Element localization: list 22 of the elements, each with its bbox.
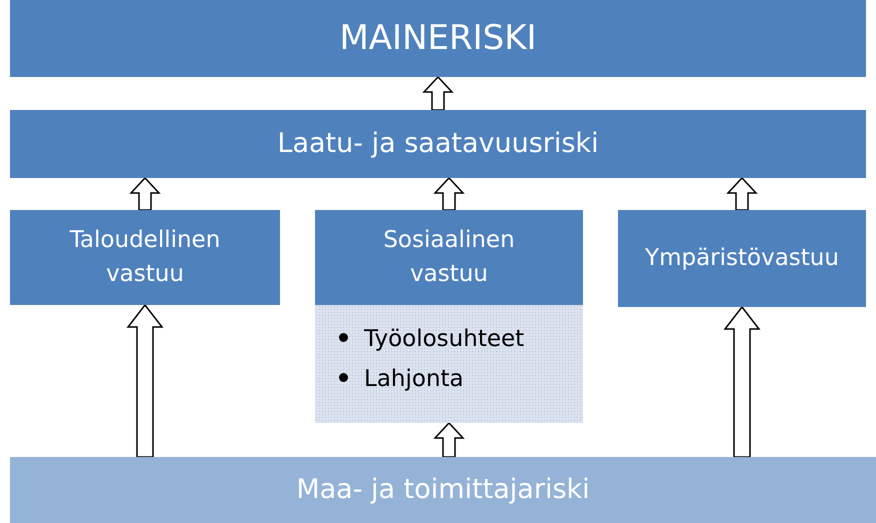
title-band bbox=[10, 0, 866, 77]
responsibility-box bbox=[315, 210, 583, 305]
box-label: Taloudellinen vastuu bbox=[68, 226, 222, 288]
box-label: Laatu- ja saatavuusriski bbox=[276, 127, 600, 162]
box-label: MAINERISKI bbox=[338, 16, 538, 60]
risk-band bbox=[10, 110, 866, 178]
source-risk-band bbox=[10, 457, 876, 523]
bullet-item: Lahjonta bbox=[364, 365, 464, 394]
block-arrow bbox=[433, 422, 465, 458]
detail-box bbox=[315, 305, 583, 423]
block-arrow bbox=[126, 304, 164, 458]
box-label: Ympäristövastuu bbox=[644, 244, 840, 273]
box-label: Sosiaalinen vastuu bbox=[382, 226, 516, 288]
block-arrow bbox=[723, 306, 761, 458]
block-arrow bbox=[129, 176, 161, 211]
bullet-item: Työolosuhteet bbox=[364, 325, 524, 354]
block-arrow bbox=[433, 176, 465, 211]
responsibility-box bbox=[618, 210, 866, 307]
block-arrow bbox=[726, 176, 758, 211]
responsibility-box bbox=[10, 210, 280, 305]
box-label: Maa- ja toimittajariski bbox=[295, 473, 591, 508]
block-arrow bbox=[422, 76, 454, 111]
